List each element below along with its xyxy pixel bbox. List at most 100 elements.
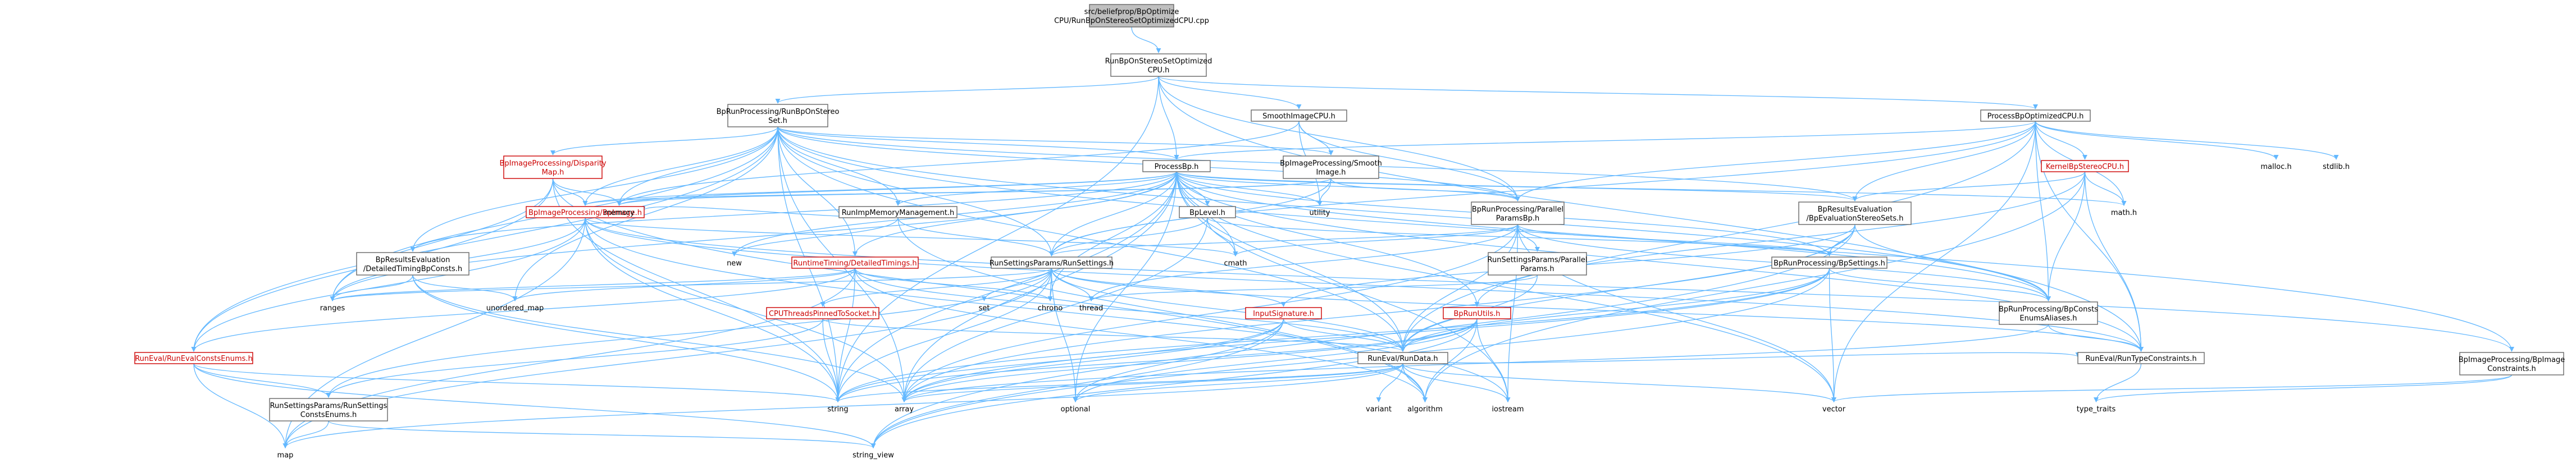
edge-bpimage-to-cmath (585, 217, 1238, 256)
node-runsettingsconsts[interactable]: RunSettingsParams/RunSettingsConstsEnums… (269, 398, 388, 421)
node-label: set (979, 304, 990, 313)
node-runsettings[interactable]: RunSettingsParams/RunSettings.h (990, 256, 1114, 269)
node-runtimetiming[interactable]: RuntimeTiming/DetailedTimings.h (791, 256, 919, 269)
node-bpsettings[interactable]: BpRunProcessing/BpSettings.h (1771, 256, 1887, 269)
edge-runsettings-to-set (981, 268, 1052, 301)
node-label: new (727, 259, 742, 268)
edge-runevalconsts-to-map (193, 363, 288, 448)
edge-bpsettings-to-array (901, 268, 1830, 402)
edge-parallelparams-to-array (901, 224, 1519, 402)
node-label: RunSettingsParams/RunSettings.h (990, 259, 1114, 268)
edge-processbpoptcpu-to-processbp (1174, 121, 2036, 160)
edge-runevalruntype-to-type_traits (2093, 363, 2142, 402)
node-box (727, 104, 828, 127)
node-box (526, 206, 645, 218)
node-bplevel[interactable]: BpLevel.h (1179, 206, 1236, 218)
edge-runtimetiming-to-runevalconsts (191, 268, 856, 352)
node-box (791, 256, 919, 269)
node-label: ProcessBp.h (1155, 163, 1199, 171)
edge-bpimageconstraints-to-vector (1831, 374, 2513, 402)
node-runevaldata[interactable]: RunEval/RunData.h (1357, 352, 1448, 364)
edge-runbponstereoset-to-unordered_map (512, 126, 778, 301)
node-label: BpRunProcessing/Parallel (1472, 205, 1563, 214)
node-kernelbp[interactable]: KernelBpStereoCPU.h (2041, 160, 2129, 172)
node-box (1980, 109, 2091, 122)
node-label: RunBpOnStereoSetOptimized (1105, 57, 1212, 66)
edge-processbpoptcpu-to-runevaldata (1400, 121, 2036, 352)
node-processbpoptcpu[interactable]: ProcessBpOptimizedCPU.h (1980, 109, 2091, 122)
node-cmath: cmath (1224, 259, 1247, 268)
node-runbponstereoset[interactable]: BpRunProcessing/RunBpOnStereoSet.h (717, 104, 840, 127)
edge-cputhreads-to-runevaldata (822, 318, 1406, 352)
node-label: CPU/RunBpOnStereoSetOptimizedCPU.cpp (1054, 17, 1209, 25)
node-label: malloc.h (2260, 163, 2291, 171)
edge-bpresultseval-to-bpconsts (1854, 224, 2051, 301)
edge-runbponstereoset-to-processbp (777, 126, 1179, 160)
edge-runbponstereoset-to-runevalconsts (191, 126, 778, 352)
edge-runbpopt_h-to-string (835, 76, 1159, 402)
node-label: RunEval/RunData.h (1367, 355, 1438, 363)
node-string: string (827, 405, 848, 414)
edge-processbp-to-parallelparams (1176, 171, 1520, 201)
node-cputhreads[interactable]: CPUThreadsPinnedToSocket.h (766, 307, 879, 319)
node-runbpopt-h[interactable]: RunBpOnStereoSetOptimizedCPU.h (1105, 53, 1212, 77)
node-label: ProcessBpOptimizedCPU.h (1987, 112, 2084, 121)
edge-bpconsts-to-array (901, 324, 2049, 402)
node-map: map (277, 451, 294, 460)
node-box (1179, 206, 1236, 218)
node-bprunutils[interactable]: BpRunUtils.h (1443, 307, 1511, 319)
node-label: iostream (1492, 405, 1524, 414)
node-label: unordered_map (486, 304, 544, 313)
edge-kernelbp-to-math (2084, 171, 2127, 206)
node-processbp[interactable]: ProcessBp.h (1142, 160, 1211, 172)
node-label: vector (1822, 405, 1846, 414)
node-box (1357, 352, 1448, 364)
edge-bplevel-to-runsettings (1049, 217, 1208, 256)
edge-bpimage-to-array (585, 217, 907, 402)
node-bpimage[interactable]: BpImageProcessing/BpImage.h (526, 206, 645, 218)
edge-runtimetiming-to-string (835, 268, 856, 402)
node-variant: variant (1366, 405, 1392, 414)
node-detailedtimingconsts[interactable]: BpResultsEvaluation/DetailedTimingBpCons… (356, 252, 469, 276)
node-runevalruntype[interactable]: RunEval/RunTypeConstraints.h (2077, 352, 2205, 364)
node-smoothimagecpu[interactable]: SmoothImageCPU.h (1251, 109, 1347, 122)
node-box (2077, 352, 2205, 364)
edge-parallelparams-to-runevaldata (1400, 224, 1519, 352)
node-label: Constraints.h (2487, 365, 2536, 373)
node-box (1771, 256, 1887, 269)
edge-bprunutils-to-array (901, 318, 1478, 402)
node-root[interactable]: src/beliefprop/BpOptimizeCPU/RunBpOnSter… (1054, 4, 1209, 28)
node-box (134, 352, 253, 364)
node-label: variant (1366, 405, 1392, 414)
node-vector: vector (1822, 405, 1846, 414)
node-label: ParamsBp.h (1496, 214, 1540, 223)
node-unordered-map: unordered_map (486, 304, 544, 313)
node-label: ConstsEnums.h (300, 411, 357, 419)
node-label: string (827, 405, 848, 414)
node-smoothimage[interactable]: BpImageProcessing/SmoothImage.h (1280, 155, 1382, 179)
node-label: src/beliefprop/BpOptimize (1084, 8, 1179, 16)
edge-runevaldata-to-string (835, 363, 1403, 402)
node-box (356, 252, 469, 276)
node-bpresultseval[interactable]: BpResultsEvaluation/BpEvaluationStereoSe… (1798, 201, 1912, 225)
edge-bpconsts-to-runevalruntype (2048, 324, 2144, 352)
edge-runevaldata-to-algorithm (1402, 363, 1428, 402)
node-label: RunSettingsParams/RunSettings (270, 402, 387, 410)
edge-processbp-to-detailedtimingconsts (410, 171, 1177, 252)
node-runevalconsts[interactable]: RunEval/RunEvalConstsEnums.h (134, 352, 253, 364)
edge-processbpoptcpu-to-kernelbp (2035, 121, 2088, 160)
node-runimpmemory[interactable]: RunImpMemoryManagement.h (838, 206, 958, 218)
node-label: SmoothImageCPU.h (1262, 112, 1335, 121)
node-label: string_view (852, 451, 894, 460)
edge-runbpopt_h-to-processbp (1158, 76, 1179, 160)
edge-runtimetiming-to-runevaldata (854, 268, 1406, 352)
edge-bpsettings-to-string_view (870, 268, 1830, 448)
edge-runbpopt_h-to-smoothimagecpu (1158, 76, 1302, 109)
node-inputsignature[interactable]: InputSignature.h (1245, 307, 1322, 319)
edge-kernelbp-to-bpconsts (2045, 171, 2086, 301)
